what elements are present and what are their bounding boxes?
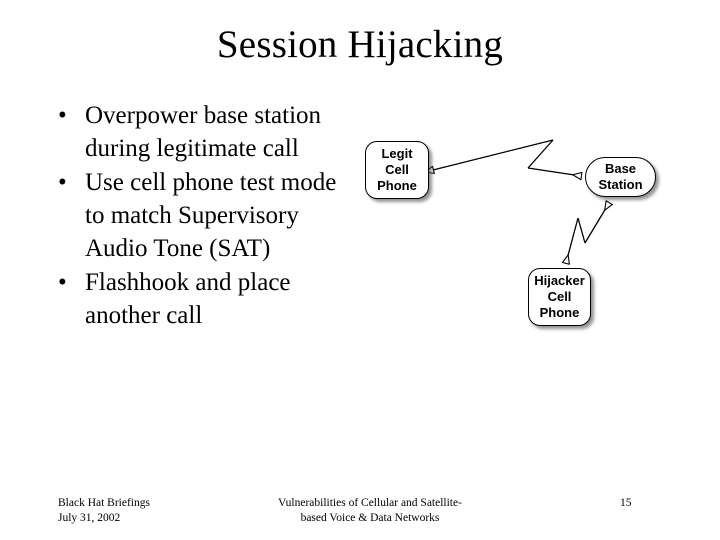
- bullet-marker-icon: •: [58, 269, 67, 296]
- node-label-line: Legit: [381, 146, 413, 161]
- node-label-line: Phone: [377, 178, 417, 193]
- footer-conference-name: Black Hat Briefings: [58, 497, 150, 509]
- node-legit-cell-phone: Legit Cell Phone: [365, 141, 429, 199]
- footer-talk-title-line1: Vulnerabilities of Cellular and Satellit…: [278, 497, 462, 509]
- list-item-text: Overpower base station during legitimate…: [85, 102, 322, 162]
- footer-date: July 31, 2002: [58, 512, 121, 524]
- list-item: • Flashhook and place another call: [52, 266, 352, 332]
- node-label-line: Base: [604, 161, 637, 176]
- footer-talk-title-line2: based Voice & Data Networks: [300, 512, 440, 524]
- node-label-line: Cell: [547, 289, 572, 304]
- connector-hijacker-base: [566, 203, 609, 263]
- connector-legit-base: [433, 139, 581, 176]
- bullet-list: • Overpower base station during legitima…: [52, 99, 352, 333]
- diagram-connectors: [340, 139, 710, 360]
- page-title: Session Hijacking: [216, 23, 504, 66]
- node-label-line: Cell: [385, 162, 409, 177]
- node-label-line: Phone: [539, 305, 580, 320]
- node-base-station: Base Station: [585, 157, 656, 197]
- list-item-text: Use cell phone test mode to match Superv…: [85, 169, 337, 262]
- footer-center: Vulnerabilities of Cellular and Satellit…: [245, 496, 495, 526]
- footer-page-number: 15: [620, 497, 632, 509]
- node-label-line: Station: [598, 177, 643, 192]
- bullet-marker-icon: •: [58, 102, 67, 129]
- network-diagram: Legit Cell Phone Base Station Hijacker C…: [340, 110, 710, 360]
- bullet-marker-icon: •: [58, 169, 67, 196]
- node-label-line: Hijacker: [534, 273, 585, 288]
- list-item: • Use cell phone test mode to match Supe…: [52, 166, 352, 265]
- node-hijacker-cell-phone: Hijacker Cell Phone: [528, 268, 591, 326]
- list-item: • Overpower base station during legitima…: [52, 99, 352, 165]
- footer-left: Black Hat Briefings July 31, 2002: [58, 496, 258, 526]
- list-item-text: Flashhook and place another call: [85, 269, 291, 329]
